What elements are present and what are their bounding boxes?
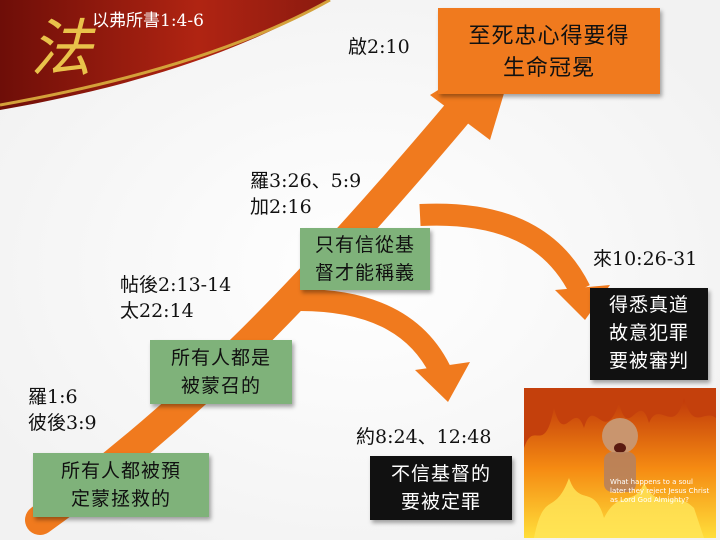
box-condemned-line1: 不信基督的: [390, 463, 491, 485]
branch-arrow-condemned: [299, 289, 450, 376]
ref-romans-galatians: 羅3:26、5:9 加2:16: [250, 168, 361, 220]
box-called-line2: 被蒙召的: [180, 375, 261, 397]
ref-romans: 羅3:26、5:9: [250, 170, 362, 192]
header-banner: [0, 0, 330, 110]
ref-thessalonians: 帖後2:13-14: [120, 274, 232, 296]
figure-head: [602, 418, 638, 454]
ref-revelation: 啟2:10: [348, 36, 410, 58]
box-judged-line2: 故意犯罪: [608, 322, 689, 344]
box-faith-line2: 督才能稱義: [314, 262, 415, 284]
box-judged: 得悉真道 故意犯罪 要被審判: [590, 288, 708, 380]
box-predestined-line2: 定蒙拯救的: [70, 488, 171, 510]
box-condemned-line2: 要被定罪: [400, 491, 481, 513]
ref-hebrews: 來10:26-31: [593, 248, 698, 270]
ref-galatians: 加2:16: [250, 196, 312, 218]
ref-romans-1-6: 羅1:6: [28, 386, 78, 408]
ref-romans-peter: 羅1:6 彼後3:9: [28, 384, 97, 436]
logo-glyph: 法: [30, 12, 96, 85]
box-faith-line1: 只有信從基: [314, 234, 415, 256]
ref-thessalonians-matthew: 帖後2:13-14 太22:14: [120, 272, 231, 324]
box-condemned: 不信基督的 要被定罪: [370, 456, 512, 520]
branch-arrow-judgment: [419, 203, 590, 296]
box-predestined-line1: 所有人都被預: [60, 460, 181, 482]
header-reference: 以弗所書1:4-6: [92, 11, 204, 31]
box-judged-line1: 得悉真道: [608, 294, 689, 316]
box-called-line1: 所有人都是: [170, 347, 271, 369]
box-all-predestined: 所有人都被預 定蒙拯救的: [33, 453, 209, 517]
ref-john: 約8:24、12:48: [356, 426, 492, 448]
hellfire-image: [524, 388, 716, 538]
box-crown-line2: 生命冠冕: [502, 56, 595, 81]
ref-matthew: 太22:14: [120, 300, 194, 322]
box-crown-line1: 至死忠心得要得: [468, 24, 630, 49]
image-caption: What happens to a soul later they reject…: [610, 478, 710, 504]
box-all-called: 所有人都是 被蒙召的: [150, 340, 292, 404]
box-judged-line3: 要被審判: [608, 350, 689, 372]
box-crown-of-life: 至死忠心得要得 生命冠冕: [438, 8, 660, 94]
ref-peter: 彼後3:9: [28, 412, 97, 434]
box-justified-by-faith: 只有信從基 督才能稱義: [300, 228, 430, 290]
